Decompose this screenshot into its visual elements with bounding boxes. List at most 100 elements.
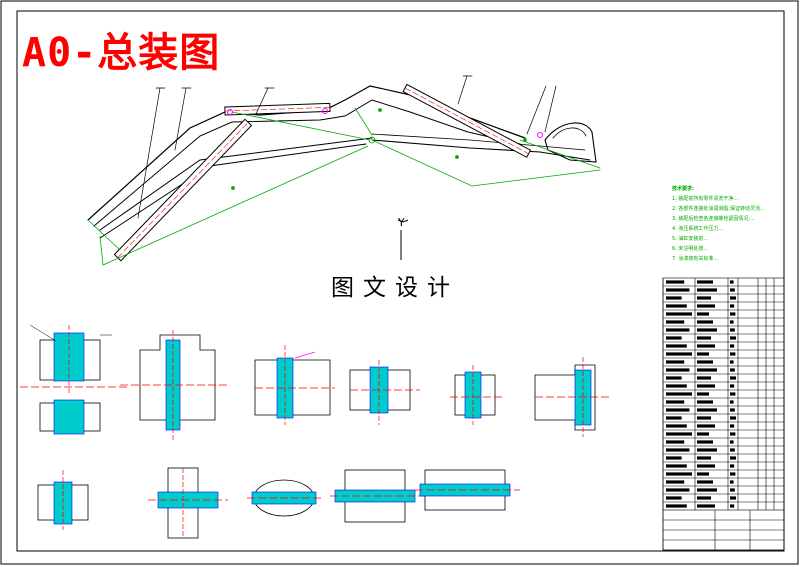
- bom-cell-text: [697, 432, 709, 436]
- bom-cell-text: [697, 504, 715, 508]
- bom-cell-text: [730, 448, 735, 452]
- bom-cell-text: [730, 464, 735, 468]
- bom-cell-text: [666, 416, 682, 420]
- bom-cell-text: [666, 464, 687, 468]
- bom-cell-text: [666, 456, 682, 460]
- bom-cell-text: [730, 360, 734, 364]
- bom-cell-text: [697, 488, 717, 492]
- bom-cell-text: [666, 504, 687, 508]
- bom-cell-text: [697, 352, 709, 356]
- detail-11: [415, 469, 520, 511]
- bom-cell-text: [697, 448, 717, 452]
- bom-cell-text: [730, 288, 735, 292]
- bom-cell-text: [666, 496, 682, 500]
- bom-cell-text: [666, 400, 685, 404]
- bom-cell-text: [666, 360, 685, 364]
- arm-assembly: [87, 75, 601, 266]
- bom-table: [662, 277, 785, 551]
- technical-notes: 技术要求: 1. 装配前所有零件清洗干净... 2. 各部件连接处涂润滑脂,保证…: [672, 184, 782, 264]
- detail-2: [120, 330, 230, 440]
- bom-cell-text: [697, 496, 711, 500]
- bom-cell-text: [730, 328, 735, 332]
- drawing-title: A0-总装图: [22, 30, 221, 76]
- bucket-cylinder: [402, 83, 532, 158]
- bom-cell-text: [666, 344, 687, 348]
- part-leaders: [137, 75, 557, 219]
- bom-cell-text: [730, 488, 735, 492]
- detail-10: [330, 469, 425, 523]
- bom-cell-text: [730, 344, 735, 348]
- note-line: 3. 装配后检查各连接螺栓紧固情况,...: [672, 216, 755, 222]
- bom-cell-text: [697, 392, 709, 396]
- bom-cell-text: [697, 360, 713, 364]
- note-line: 5. 油缸安装前...: [672, 236, 709, 242]
- title-block: [662, 509, 785, 551]
- lift-cylinder: [113, 118, 253, 262]
- note-line: 2. 各部件连接处涂润滑脂,保证转动灵活...: [672, 206, 765, 212]
- notes-header: 技术要求:: [672, 186, 694, 192]
- bom-cell-text: [697, 424, 715, 428]
- bom-cell-text: [697, 344, 715, 348]
- bom-cell-text: [697, 312, 709, 316]
- bom-cell-text: [666, 304, 687, 308]
- bom-cell-text: [666, 296, 682, 300]
- detail-7: [37, 470, 89, 530]
- bom-cell-text: [730, 416, 736, 420]
- dimension-lines: [87, 107, 601, 266]
- ucs-label: Y: [397, 216, 405, 229]
- detail-4: [349, 360, 420, 425]
- bom-cell-text: [697, 416, 711, 420]
- bom-cell-text: [697, 304, 715, 308]
- bom-cell-text: [697, 296, 711, 300]
- bom-cell-text: [730, 432, 736, 436]
- bom-cell-text: [666, 432, 692, 436]
- bom-cell-text: [666, 488, 690, 492]
- bom-cell-text: [666, 392, 692, 396]
- bom-cell-text: [666, 376, 682, 380]
- detail-6: [534, 357, 610, 437]
- bom-cell-text: [666, 440, 685, 444]
- ucs-icon: [397, 219, 409, 260]
- bom-cell-text: [697, 320, 713, 324]
- bom-cell-text: [697, 336, 711, 340]
- bom-cell-text: [730, 320, 734, 324]
- bom-cell-text: [730, 304, 735, 308]
- bom-cell-text: [730, 440, 734, 444]
- bom-cell-text: [697, 384, 715, 388]
- bom-cell-text: [730, 504, 735, 508]
- bom-cell-text: [697, 376, 711, 380]
- bom-cell-text: [730, 456, 736, 460]
- bom-cell-text: [666, 368, 690, 372]
- bom-cell-text: [697, 472, 709, 476]
- bom-cell-text: [697, 280, 713, 284]
- bom-cell-text: [730, 352, 736, 356]
- bom-cell-text: [666, 352, 692, 356]
- bom-cell-text: [730, 392, 736, 396]
- bom-cell-text: [697, 400, 713, 404]
- bom-cell-text: [730, 424, 735, 428]
- detail-3: [254, 345, 335, 425]
- detail-5: [450, 365, 505, 425]
- bucket: [544, 122, 597, 163]
- bom-cell-text: [730, 368, 735, 372]
- bom-cell-text: [666, 320, 685, 324]
- note-line: 7. 涂漆按有关标准...: [672, 256, 719, 262]
- bom-cell-text: [730, 312, 736, 316]
- bom-cell-text: [697, 480, 713, 484]
- bom-cell-text: [697, 440, 713, 444]
- bom-cell-text: [730, 296, 736, 300]
- note-line: 6. 未注明处按...: [672, 246, 709, 252]
- bom-cell-text: [730, 384, 735, 388]
- bom-cell-text: [666, 424, 687, 428]
- bom-cell-text: [730, 496, 736, 500]
- bom-cell-text: [697, 464, 715, 468]
- bom-cell-text: [666, 384, 687, 388]
- note-line: 4. 液压系统工作压力...: [672, 226, 724, 232]
- bom-cell-text: [730, 480, 734, 484]
- bom-cell-text: [666, 280, 685, 284]
- bom-cell-text: [697, 368, 717, 372]
- bom-cell-text: [666, 472, 692, 476]
- bom-cell-text: [730, 280, 734, 284]
- bom-cell-text: [666, 328, 690, 332]
